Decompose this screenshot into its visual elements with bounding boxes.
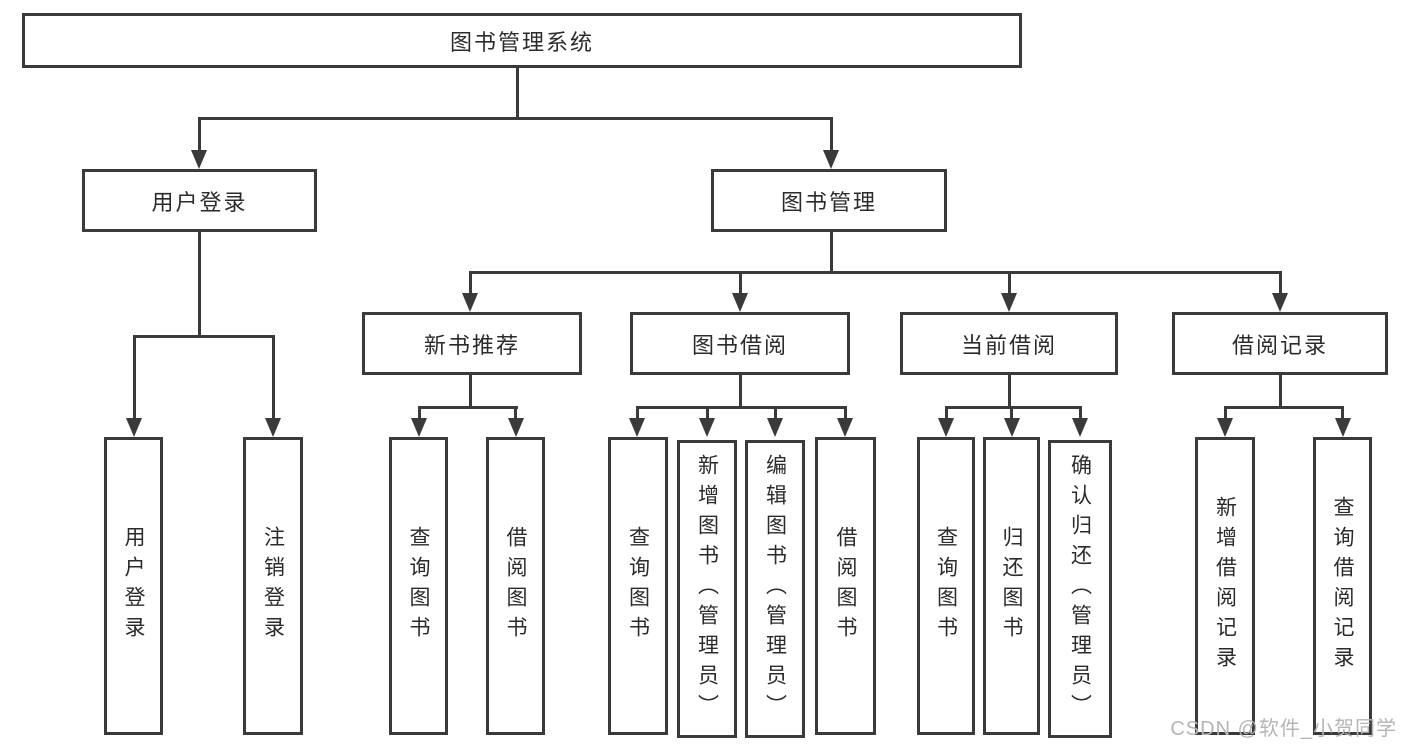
connector-bradd-drop	[1223, 406, 1227, 420]
arrowhead-bb-add	[699, 418, 715, 437]
node-borrow-records-label: 借阅记录	[1231, 332, 1328, 358]
node-leaf-bb-add: 新增图书（管理员）	[677, 440, 737, 738]
connector-currentborrow-bar	[944, 406, 1082, 409]
node-leaf-bb-borrow-label: 借阅图书	[834, 526, 857, 646]
node-leaf-bb-edit: 编辑图书（管理员）	[745, 440, 805, 738]
arrowhead-book-mgmt	[823, 150, 839, 169]
connector-borrowrecords-stem	[1278, 375, 1282, 406]
node-borrow-records: 借阅记录	[1172, 312, 1388, 375]
arrowhead-book-borrow	[732, 293, 748, 312]
node-leaf-nb-borrow: 借阅图书	[486, 437, 545, 735]
node-leaf-bb-borrow: 借阅图书	[815, 437, 876, 735]
connector-logout-drop	[271, 335, 275, 420]
node-new-books-label: 新书推荐	[423, 332, 520, 358]
arrowhead-login-leaf	[126, 418, 142, 437]
arrowhead-bb-borrow	[837, 418, 853, 437]
connector-brquery-drop	[1341, 406, 1344, 420]
connector-cbconfirm-drop	[1078, 406, 1082, 420]
connector-borrowrecords-drop	[1278, 271, 1282, 296]
node-leaf-bb-add-label: 新增图书（管理员）	[695, 454, 719, 724]
node-current-borrow: 当前借阅	[900, 312, 1118, 375]
node-leaf-nb-query-label: 查询图书	[407, 526, 430, 646]
node-leaf-br-add: 新增借阅记录	[1195, 437, 1255, 735]
connector-nbquery-drop	[417, 406, 421, 420]
connector-userlogin-drop	[197, 117, 201, 153]
node-leaf-br-query-label: 查询借阅记录	[1331, 496, 1354, 676]
arrowhead-borrow-records	[1272, 293, 1288, 312]
node-leaf-nb-borrow-label: 借阅图书	[504, 526, 527, 646]
connector-bbborrow-drop	[843, 406, 847, 420]
node-leaf-br-query: 查询借阅记录	[1313, 437, 1372, 735]
node-new-books: 新书推荐	[362, 312, 582, 375]
arrowhead-cb-confirm	[1072, 418, 1088, 437]
connector-userlogin-bar	[132, 335, 275, 338]
node-user-login: 用户登录	[82, 169, 317, 232]
node-leaf-nb-query: 查询图书	[389, 437, 448, 735]
node-book-borrow-label: 图书借阅	[691, 332, 788, 358]
node-leaf-cb-return-label: 归还图书	[1000, 526, 1023, 646]
node-leaf-cb-confirm-label: 确认归还（管理员）	[1068, 454, 1092, 724]
arrowhead-cb-query	[938, 418, 954, 437]
connector-newbooks-drop	[468, 271, 472, 296]
connector-bookborrow-drop	[738, 271, 742, 296]
node-leaf-logout: 注销登录	[243, 437, 303, 735]
arrowhead-bb-query	[629, 418, 645, 437]
arrowhead-br-query	[1334, 418, 1351, 437]
node-leaf-cb-return: 归还图书	[983, 437, 1040, 735]
connector-cbreturn-drop	[1010, 406, 1013, 420]
node-root-label: 图书管理系统	[449, 29, 594, 55]
node-leaf-bb-edit-label: 编辑图书（管理员）	[763, 454, 787, 724]
node-leaf-cb-query-label: 查询图书	[934, 526, 958, 646]
arrowhead-bb-edit	[767, 418, 783, 437]
connector-newbooks-bar	[417, 406, 518, 409]
connector-currentborrow-drop	[1007, 271, 1011, 296]
node-leaf-user-login: 用户登录	[104, 437, 163, 735]
arrowhead-br-add	[1217, 418, 1233, 437]
connector-bbquery-drop	[635, 406, 639, 420]
arrowhead-current-borrow	[1001, 293, 1017, 312]
node-leaf-cb-query: 查询图书	[917, 437, 975, 735]
connector-level3-bar	[468, 271, 1282, 274]
arrowhead-nb-query	[411, 418, 427, 437]
connector-newbooks-stem	[468, 375, 472, 406]
connector-root-stem	[515, 68, 519, 120]
connector-bookborrow-bar	[635, 406, 847, 409]
node-user-login-label: 用户登录	[151, 189, 248, 215]
connector-level2-bar	[197, 117, 833, 120]
connector-userlogin-stem	[197, 232, 201, 335]
connector-bookmgmt-stem	[829, 232, 833, 271]
csdn-watermark: CSDN @软件_小贺同学	[1170, 718, 1397, 740]
arrowhead-cb-return	[1003, 418, 1020, 437]
node-leaf-logout-label: 注销登录	[261, 526, 285, 646]
node-current-borrow-label: 当前借阅	[960, 332, 1057, 358]
connector-currentborrow-stem	[1007, 375, 1011, 406]
arrowhead-nb-borrow	[507, 418, 524, 437]
connector-borrowrecords-bar	[1223, 406, 1344, 409]
node-leaf-cb-confirm: 确认归还（管理员）	[1048, 440, 1112, 738]
arrowhead-logout	[265, 418, 281, 437]
node-book-borrow: 图书借阅	[630, 312, 850, 375]
connector-bbadd-drop	[705, 406, 709, 420]
arrowhead-new-books	[462, 293, 478, 312]
connector-bbedit-drop	[773, 406, 777, 420]
connector-login-leaf-drop	[132, 335, 136, 420]
node-book-mgmt-label: 图书管理	[780, 189, 877, 215]
node-leaf-bb-query-label: 查询图书	[626, 526, 650, 646]
node-leaf-br-add-label: 新增借阅记录	[1213, 496, 1237, 676]
connector-bookmgmt-drop	[829, 117, 833, 153]
connector-bookborrow-stem	[738, 375, 742, 406]
node-leaf-bb-query: 查询图书	[608, 437, 668, 735]
connector-cbquery-drop	[944, 406, 948, 420]
node-book-mgmt: 图书管理	[711, 169, 947, 232]
node-leaf-user-login-label: 用户登录	[122, 526, 145, 646]
arrowhead-user-login	[191, 150, 207, 169]
node-root: 图书管理系统	[22, 13, 1022, 68]
connector-nbborrow-drop	[514, 406, 517, 420]
